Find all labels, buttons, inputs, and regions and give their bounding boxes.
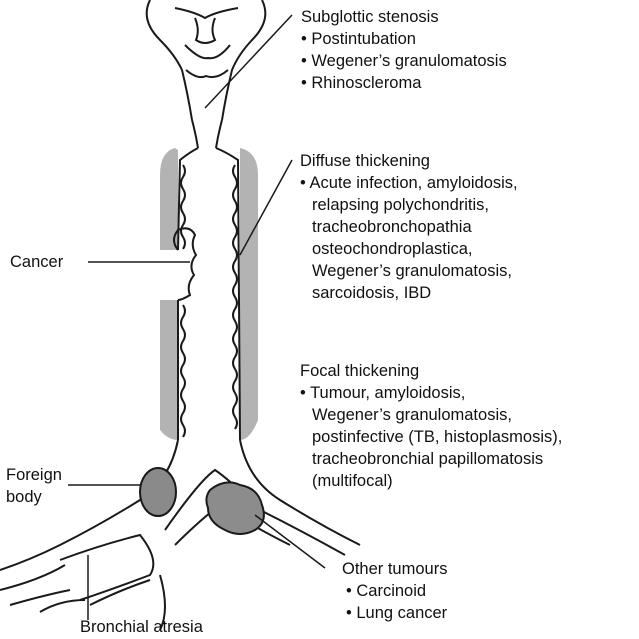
diffuse-line: osteochondroplastica, (300, 238, 518, 260)
diffuse-line: sarcoidosis, IBD (300, 282, 518, 304)
foreign-body-line2: body (6, 486, 62, 508)
leader-subglottic (205, 15, 292, 108)
focal-line: Wegener’s granulomatosis, (300, 404, 562, 426)
other-tumours-item: • Carcinoid (342, 580, 447, 602)
focal-line: postinfective (TB, histoplasmosis), (300, 426, 562, 448)
cancer-label: Cancer (10, 251, 63, 273)
foreign-body-label: Foreign body (6, 464, 62, 508)
subglottic-item: • Postintubation (301, 28, 507, 50)
leader-other-tumours (255, 515, 325, 568)
diffuse-line: tracheobronchopathia (300, 216, 518, 238)
diffuse-title: Diffuse thickening (300, 150, 518, 172)
diffuse-thickening-bands (160, 148, 258, 440)
subglottic-stenosis-label: Subglottic stenosis • Postintubation • W… (301, 6, 507, 94)
diffuse-line: • Acute infection, amyloidosis, (300, 172, 518, 194)
other-tumours-label: Other tumours • Carcinoid • Lung cancer (342, 558, 447, 624)
subglottic-item: • Wegener’s granulomatosis (301, 50, 507, 72)
trachea-walls (174, 148, 240, 440)
subglottic-item: • Rhinoscleroma (301, 72, 507, 94)
focal-thickening-label: Focal thickening • Tumour, amyloidosis, … (300, 360, 562, 492)
other-tumours-item: • Lung cancer (342, 602, 447, 624)
other-tumours-title: Other tumours (342, 558, 447, 580)
focal-line: tracheobronchial papillomatosis (300, 448, 562, 470)
foreign-body-line1: Foreign (6, 464, 62, 486)
diffuse-thickening-label: Diffuse thickening • Acute infection, am… (300, 150, 518, 304)
cancer-text: Cancer (10, 251, 63, 273)
bronchial-atresia-text: Bronchial atresia (80, 616, 203, 638)
subglottic-title: Subglottic stenosis (301, 6, 507, 28)
focal-title: Focal thickening (300, 360, 562, 382)
foreign-body-shape (140, 468, 176, 516)
diffuse-line: relapsing polychondritis, (300, 194, 518, 216)
focal-line: • Tumour, amyloidosis, (300, 382, 562, 404)
tumour-mass (206, 482, 263, 534)
bronchial-atresia-label: Bronchial atresia (80, 616, 203, 638)
focal-line: (multifocal) (300, 470, 562, 492)
leader-lines (68, 15, 325, 620)
diffuse-line: Wegener’s granulomatosis, (300, 260, 518, 282)
larynx (147, 0, 266, 148)
